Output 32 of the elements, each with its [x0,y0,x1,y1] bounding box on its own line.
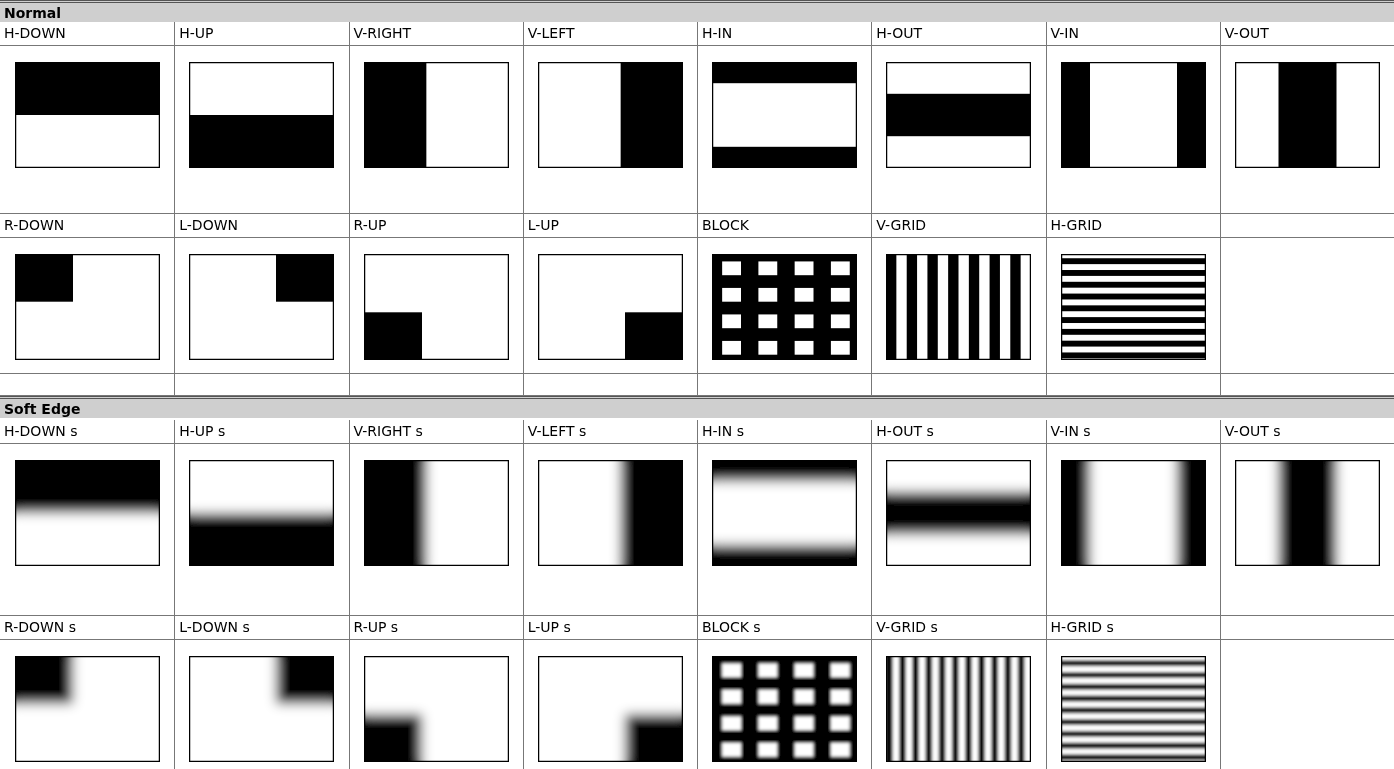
pattern-name: V-RIGHT s [353,423,423,439]
pattern-name: H-UP [179,25,214,41]
pattern-name: V-IN [1050,25,1079,41]
pattern-name: R-UP [353,217,387,233]
pattern-name: V-OUT s [1224,423,1281,439]
pattern-name: V-LEFT [527,25,575,41]
pattern-name: H-GRID s [1050,619,1114,635]
pattern-name: R-DOWN [4,217,65,233]
pattern-name: H-OUT [876,25,923,41]
pattern-name: V-GRID [876,217,927,233]
pattern-name: H-DOWN s [4,423,78,439]
pattern-name: R-DOWN s [4,619,77,635]
pattern-name: H-OUT s [876,423,934,439]
pattern-name: BLOCK [702,217,749,233]
pattern-name: L-UP [527,217,560,233]
pattern-name: V-IN s [1050,423,1091,439]
pattern-name: H-UP s [179,423,226,439]
section-heading: Soft Edge [4,401,81,417]
pattern-name: V-GRID s [876,619,938,635]
pattern-name: V-RIGHT [353,25,412,41]
pattern-name: V-OUT [1224,25,1269,41]
pattern-name: H-IN [702,25,733,41]
section-heading: Normal [4,5,62,21]
pattern-name: L-DOWN s [179,619,250,635]
pattern-name: R-UP s [353,619,399,635]
pattern-name: H-IN s [702,423,744,439]
pattern-name: BLOCK s [702,619,761,635]
pattern-name: H-GRID [1050,217,1103,233]
pattern-name: V-LEFT s [527,423,587,439]
pattern-name: L-UP s [527,619,571,635]
pattern-name: H-DOWN [4,25,66,41]
pattern-name: L-DOWN [179,217,238,233]
